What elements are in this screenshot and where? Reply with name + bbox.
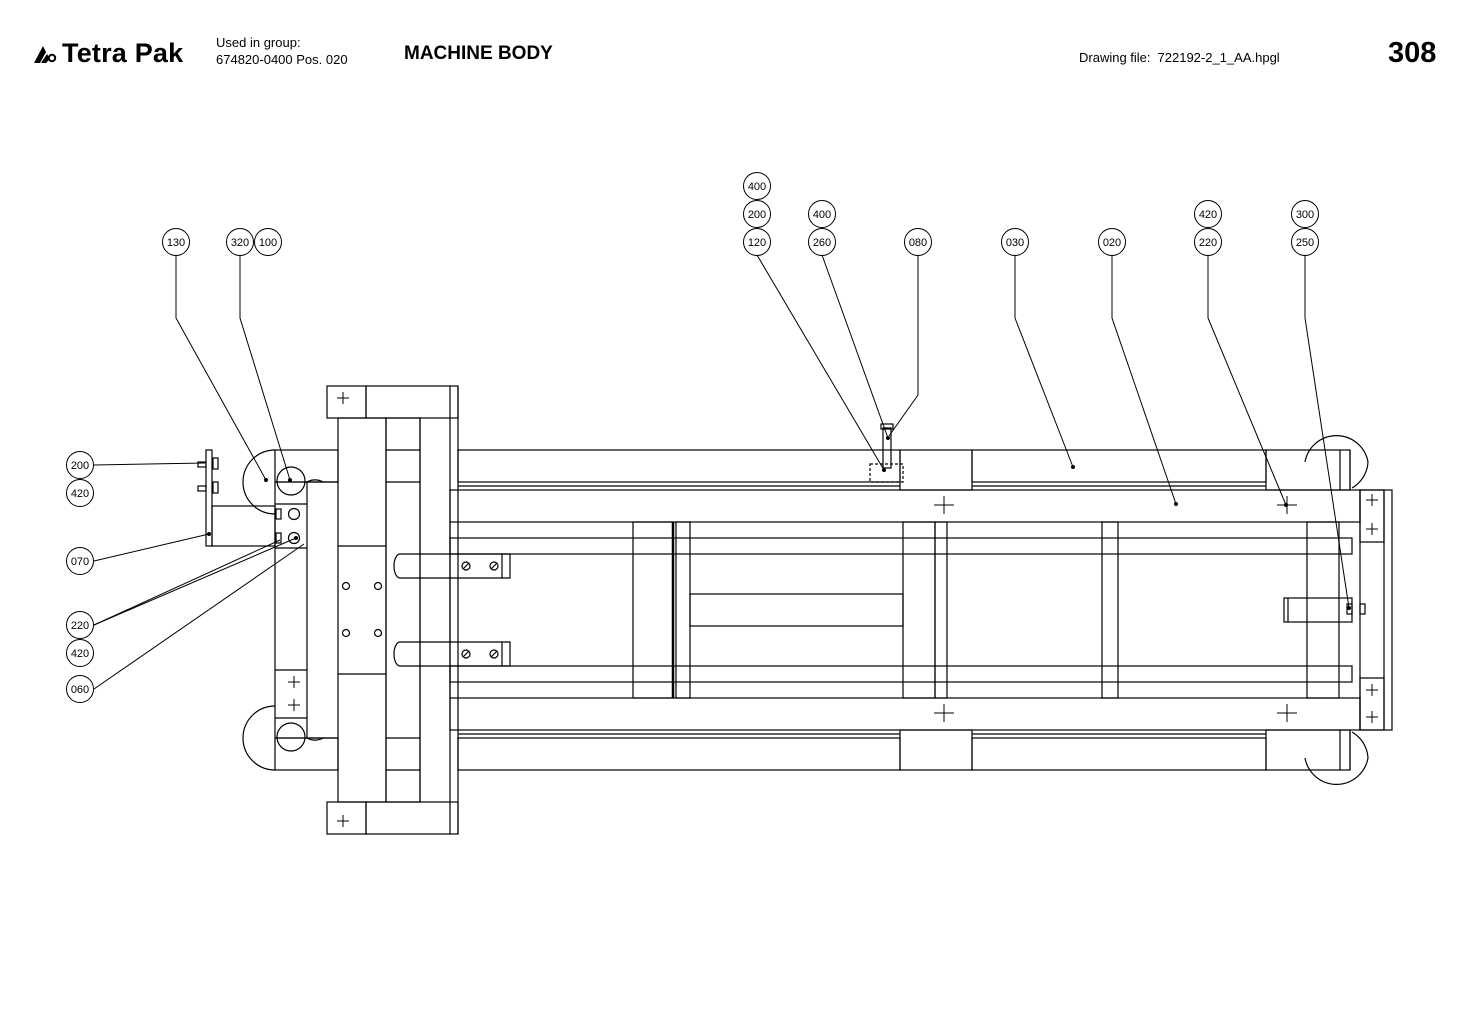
svg-text:080: 080: [909, 237, 927, 249]
svg-text:030: 030: [1006, 237, 1024, 249]
svg-text:060: 060: [71, 684, 89, 696]
svg-text:400: 400: [813, 209, 831, 221]
svg-text:070: 070: [71, 556, 89, 568]
callout-250: 250: [1291, 228, 1319, 256]
callout-020: 020: [1098, 228, 1126, 256]
svg-text:250: 250: [1296, 237, 1314, 249]
page-number: 308: [1388, 37, 1437, 69]
svg-text:200: 200: [748, 209, 766, 221]
callout-100: 100: [254, 228, 282, 256]
svg-text:420: 420: [1199, 209, 1217, 221]
leader-dots: [207, 436, 1351, 610]
svg-text:120: 120: [748, 237, 766, 249]
used-in-group-value: 674820-0400 Pos. 020: [216, 52, 348, 67]
callout-130: 130: [162, 228, 190, 256]
svg-text:420: 420: [71, 648, 89, 660]
svg-text:130: 130: [167, 237, 185, 249]
svg-text:020: 020: [1103, 237, 1121, 249]
callout-320: 320: [226, 228, 254, 256]
tetra-pak-logo-icon: [34, 45, 57, 63]
callout-060: 060: [66, 675, 94, 703]
drawing-file-label: Drawing file:: [1079, 50, 1151, 65]
callout-300: 300: [1291, 200, 1319, 228]
callout-070: 070: [66, 547, 94, 575]
svg-text:200: 200: [71, 460, 89, 472]
callout-420-c: 420: [66, 639, 94, 667]
drawing-header: Tetra Pak Used in group: 674820-0400 Pos…: [0, 0, 1462, 100]
used-in-group: Used in group: 674820-0400 Pos. 020: [216, 34, 348, 68]
svg-text:260: 260: [813, 237, 831, 249]
callout-120: 120: [743, 228, 771, 256]
callout-420-b: 420: [66, 479, 94, 507]
svg-text:320: 320: [231, 237, 249, 249]
svg-text:300: 300: [1296, 209, 1314, 221]
frame-geometry: [197, 385, 1393, 835]
brand-logo: Tetra Pak: [32, 38, 183, 69]
callout-220-a: 220: [1194, 228, 1222, 256]
drawing-file: Drawing file: 722192-2_1_AA.hpgl: [1079, 50, 1287, 65]
drawing-file-value: 722192-2_1_AA.hpgl: [1157, 50, 1280, 65]
callout-400-b: 400: [808, 200, 836, 228]
svg-text:220: 220: [1199, 237, 1217, 249]
callout-420-a: 420: [1194, 200, 1222, 228]
used-in-group-label: Used in group:: [216, 35, 301, 50]
leader-lines: [93, 254, 1350, 690]
svg-text:420: 420: [71, 488, 89, 500]
brand-name: Tetra Pak: [62, 38, 184, 68]
svg-text:400: 400: [748, 181, 766, 193]
callout-400-a: 400: [743, 172, 771, 200]
callout-200-a: 200: [743, 200, 771, 228]
callout-bubbles: 130 320 100 400 200 120 400 260 080 030 …: [66, 172, 1319, 703]
svg-text:100: 100: [259, 237, 277, 249]
callout-030: 030: [1001, 228, 1029, 256]
callout-260: 260: [808, 228, 836, 256]
svg-text:220: 220: [71, 620, 89, 632]
page-title: MACHINE BODY: [404, 43, 553, 64]
callout-200-b: 200: [66, 451, 94, 479]
callout-220-b: 220: [66, 611, 94, 639]
callout-080: 080: [904, 228, 932, 256]
